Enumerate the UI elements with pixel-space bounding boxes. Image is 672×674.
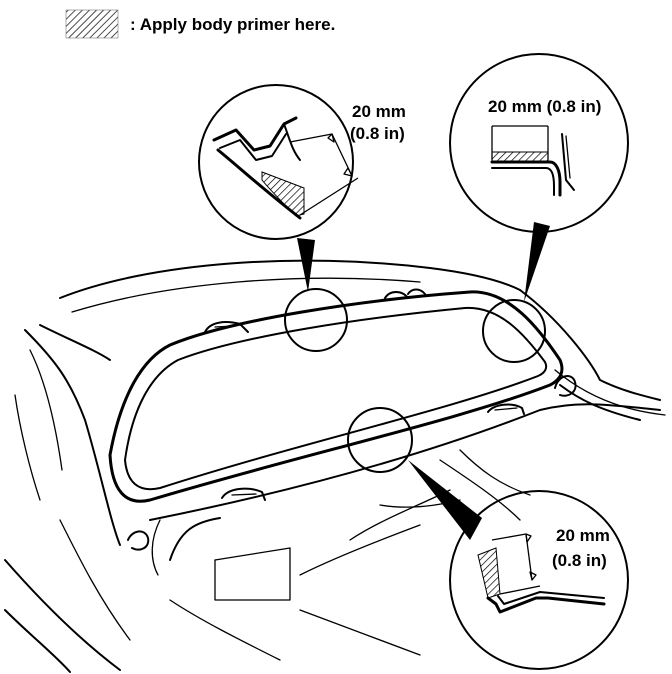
primer-band-lower-right [477,547,501,599]
dimension-label-upper-left-in: (0.8 in) [350,124,405,143]
callout-upper-left [198,84,359,240]
reference-circle-roof-right [482,299,546,363]
dimension-label-lower-right-mm: 20 mm [556,526,610,545]
hatched-swatch-icon [65,9,119,39]
callout-circle-upper-left [198,84,354,240]
reference-circle-roof-left [284,288,348,352]
reference-circle-sill [347,407,413,473]
pointer-upper-left [297,238,315,292]
callout-circle-lower-right [449,490,629,670]
car-body-outline [4,259,666,673]
dimension-label-lower-right-in: (0.8 in) [552,551,607,570]
callout-pointers [297,222,550,540]
reference-circles [284,288,546,473]
pointer-lower-right [408,460,482,540]
legend: : Apply body primer here. [65,9,335,39]
dimension-label-upper-left-mm: 20 mm [352,102,406,121]
legend-text: : Apply body primer here. [130,15,335,34]
pointer-upper-right [524,222,550,302]
callout-circle-upper-right [449,53,629,233]
callout-upper-right [449,53,629,233]
dimension-label-upper-right: 20 mm (0.8 in) [488,97,601,116]
callout-lower-right [449,490,629,670]
